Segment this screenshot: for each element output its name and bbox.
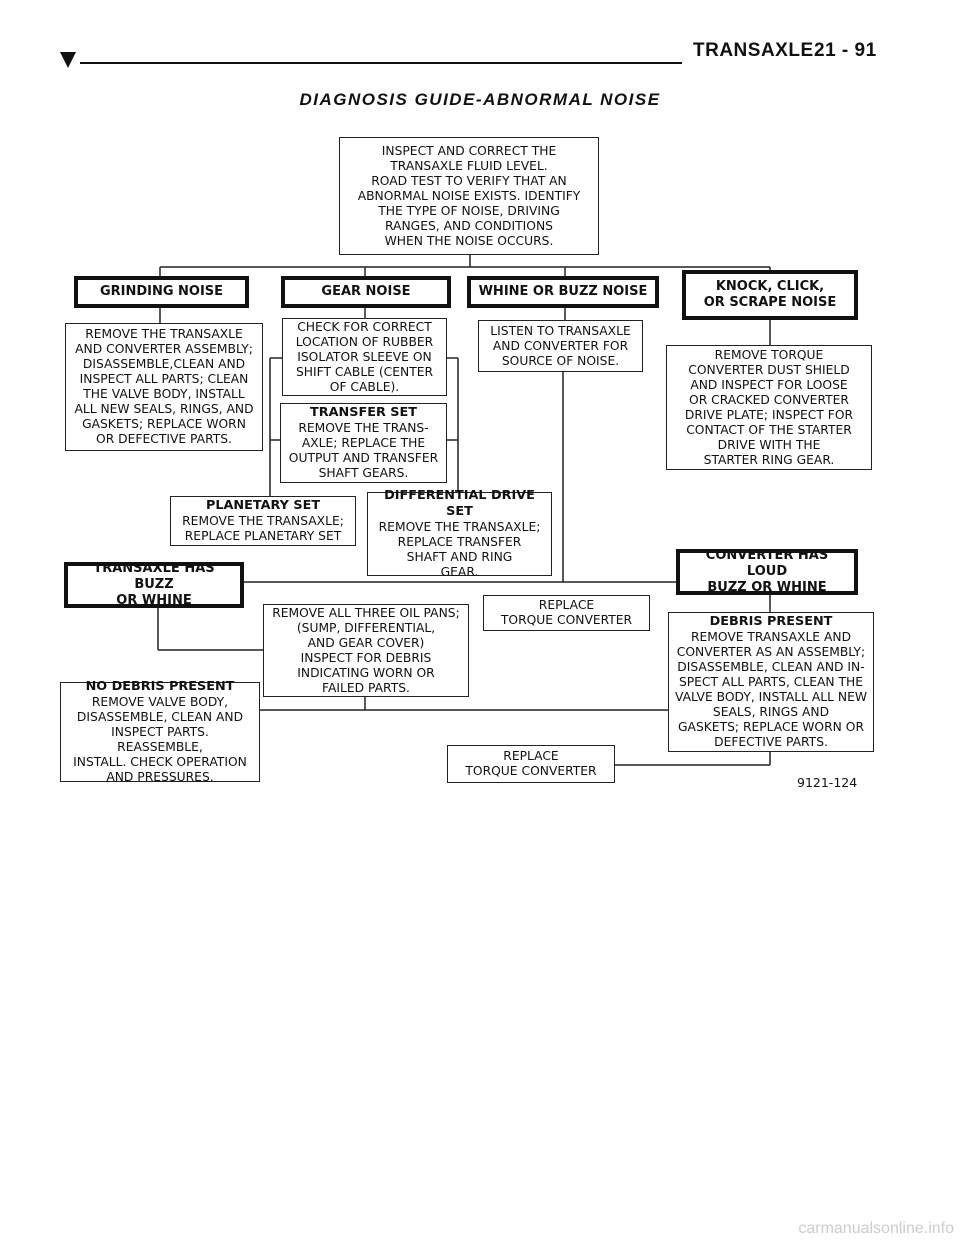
planetary-set-text: REMOVE THE TRANSAXLE; REPLACE PLANETARY … <box>182 513 344 543</box>
replace-torque-converter-text: REPLACE TORQUE CONVERTER <box>500 598 633 627</box>
replace-torque-converter-text-2: REPLACE TORQUE CONVERTER <box>465 749 597 778</box>
page-title: DIAGNOSIS GUIDE-ABNORMAL NOISE <box>299 90 661 109</box>
transfer-set-box: TRANSFER SET REMOVE THE TRANS- AXLE; REP… <box>280 403 447 483</box>
transaxle-buzz-label: TRANSAXLE HAS BUZZ OR WHINE <box>93 561 215 608</box>
grinding-noise-label: GRINDING NOISE <box>99 284 224 300</box>
converter-loud-buzz-box: CONVERTER HAS LOUD BUZZ OR WHINE <box>676 548 858 595</box>
down-triangle-icon <box>60 52 76 68</box>
converter-loud-buzz-label: CONVERTER HAS LOUD BUZZ OR WHINE <box>705 548 829 595</box>
transaxle-buzz-box: TRANSAXLE HAS BUZZ OR WHINE <box>64 561 244 608</box>
differential-drive-set-box: DIFFERENTIAL DRIVE SET REMOVE THE TRANSA… <box>367 488 552 579</box>
debris-present-title: DEBRIS PRESENT <box>709 614 833 630</box>
remove-torque-shield-text: REMOVE TORQUE CONVERTER DUST SHIELD AND … <box>684 347 854 467</box>
remove-transaxle-box: REMOVE THE TRANSAXLE AND CONVERTER ASSEM… <box>65 323 263 451</box>
transfer-set-text: REMOVE THE TRANS- AXLE; REPLACE THE OUTP… <box>288 420 439 480</box>
whine-buzz-noise-label: WHINE OR BUZZ NOISE <box>478 284 648 300</box>
page-number: 21 - 91 <box>814 40 877 61</box>
remove-transaxle-text: REMOVE THE TRANSAXLE AND CONVERTER ASSEM… <box>74 327 254 446</box>
no-debris-present-box: NO DEBRIS PRESENT REMOVE VALVE BODY, DIS… <box>60 679 260 784</box>
listen-text: LISTEN TO TRANSAXLE AND CONVERTER FOR SO… <box>490 323 631 368</box>
whine-buzz-noise-box: WHINE OR BUZZ NOISE <box>467 276 659 308</box>
replace-torque-converter-box: REPLACE TORQUE CONVERTER <box>483 595 650 631</box>
check-cable-box: CHECK FOR CORRECT LOCATION OF RUBBER ISO… <box>282 318 447 396</box>
header-rule <box>80 62 682 64</box>
watermark: carmanualsonline.info <box>798 1220 954 1237</box>
inspect-fluid-box: INSPECT AND CORRECT THE TRANSAXLE FLUID … <box>339 137 599 255</box>
remove-oil-pans-text: REMOVE ALL THREE OIL PANS; (SUMP, DIFFER… <box>272 605 460 695</box>
differential-drive-set-title: DIFFERENTIAL DRIVE SET <box>384 488 535 519</box>
remove-torque-shield-box: REMOVE TORQUE CONVERTER DUST SHIELD AND … <box>666 345 872 470</box>
gear-noise-label: GEAR NOISE <box>321 284 411 300</box>
remove-oil-pans-box: REMOVE ALL THREE OIL PANS; (SUMP, DIFFER… <box>263 604 469 697</box>
debris-present-box: DEBRIS PRESENT REMOVE TRANSAXLE AND CONV… <box>668 612 874 752</box>
differential-drive-set-text: REMOVE THE TRANSAXLE; REPLACE TRANSFER S… <box>378 519 541 579</box>
planetary-set-title: PLANETARY SET <box>205 498 321 514</box>
knock-click-scrape-label: KNOCK, CLICK, OR SCRAPE NOISE <box>703 279 837 310</box>
planetary-set-box: PLANETARY SET REMOVE THE TRANSAXLE; REPL… <box>170 496 356 546</box>
gear-noise-box: GEAR NOISE <box>281 276 451 308</box>
grinding-noise-box: GRINDING NOISE <box>74 276 249 308</box>
listen-box: LISTEN TO TRANSAXLE AND CONVERTER FOR SO… <box>478 320 643 372</box>
debris-present-text: REMOVE TRANSAXLE AND CONVERTER AS AN ASS… <box>675 629 868 749</box>
section-title: TRANSAXLE <box>693 40 814 61</box>
no-debris-present-text: REMOVE VALVE BODY, DISASSEMBLE, CLEAN AN… <box>73 694 247 784</box>
knock-click-scrape-box: KNOCK, CLICK, OR SCRAPE NOISE <box>682 270 858 320</box>
no-debris-present-title: NO DEBRIS PRESENT <box>85 679 235 695</box>
check-cable-text: CHECK FOR CORRECT LOCATION OF RUBBER ISO… <box>295 319 434 394</box>
figure-number: 9121-124 <box>797 775 858 790</box>
replace-torque-converter-box-2: REPLACE TORQUE CONVERTER <box>447 745 615 783</box>
transfer-set-title: TRANSFER SET <box>310 405 417 421</box>
inspect-fluid-text: INSPECT AND CORRECT THE TRANSAXLE FLUID … <box>357 143 581 248</box>
